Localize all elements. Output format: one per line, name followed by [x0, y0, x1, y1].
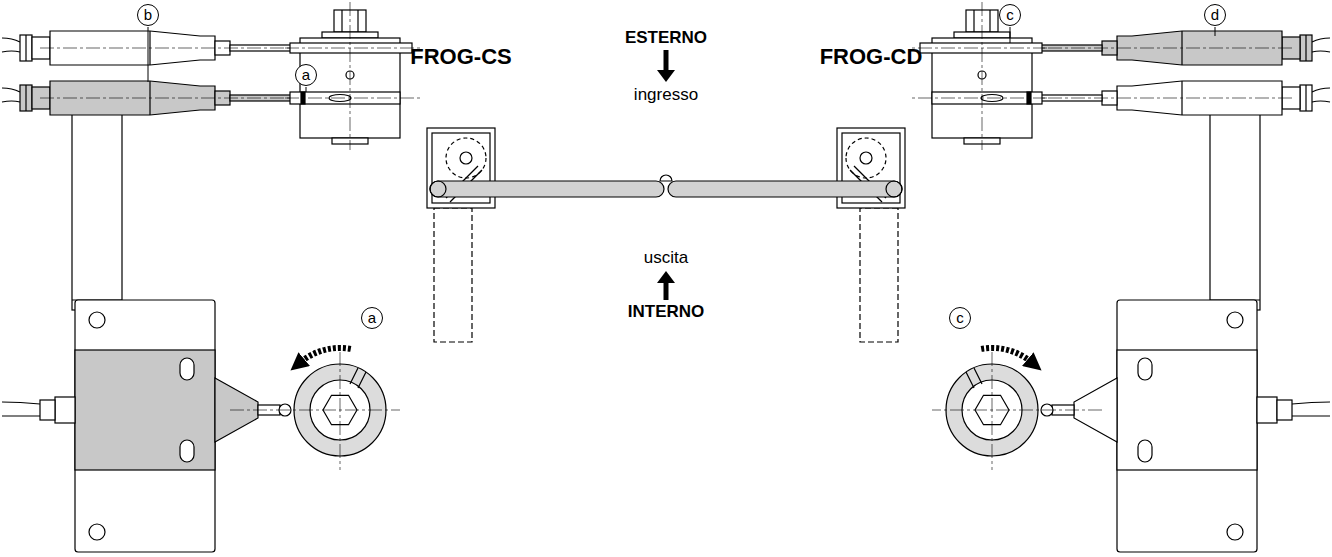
callout-letter: a [295, 64, 317, 86]
direction-label: uscita [644, 248, 688, 268]
model-name: FROG-CS [405, 44, 517, 70]
callout-letter: c [999, 4, 1021, 26]
callout-letter: b [137, 4, 159, 26]
gate-operator: FROG-CD [815, 44, 928, 208]
callout-letter: c [949, 307, 971, 329]
gate-operator: FROG-CS [405, 44, 517, 208]
callout-letter: a [361, 307, 383, 329]
side-label: INTERNO [628, 302, 705, 322]
callout-letter: d [1204, 4, 1226, 26]
model-name: FROG-CD [815, 44, 928, 70]
direction-label: ingresso [634, 85, 698, 105]
side-label: ESTERNO [625, 28, 707, 48]
